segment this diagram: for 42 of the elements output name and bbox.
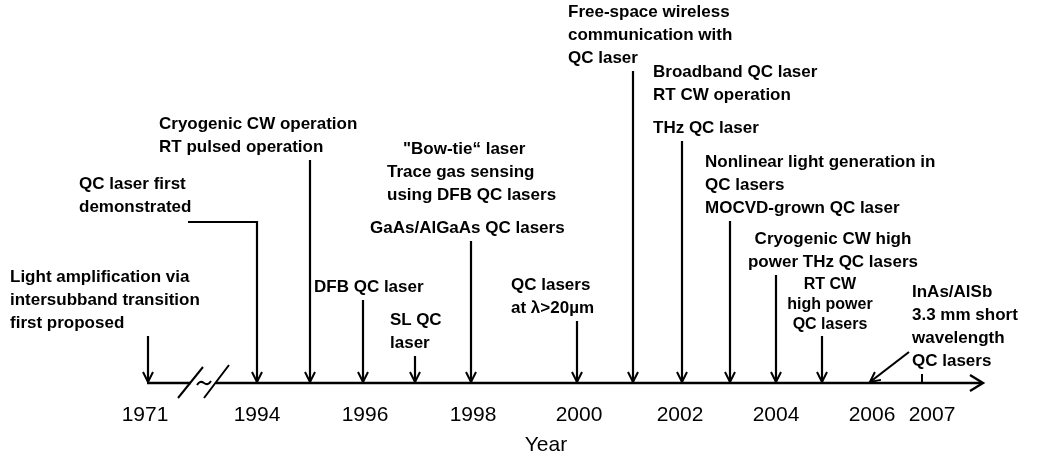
year-label: 1994 — [233, 402, 281, 426]
event-text: Nonlinear light generation in QC lasers — [705, 151, 937, 196]
year-label: 1996 — [341, 402, 389, 426]
axis-title: Year — [524, 432, 568, 456]
year-label: 2006 — [848, 402, 896, 426]
event-text: QC lasers at λ>20µm — [511, 274, 596, 319]
arrow — [357, 300, 369, 383]
arrow — [465, 241, 477, 383]
year-label: 2007 — [908, 402, 956, 426]
event-text: InAs/AlSb — [912, 281, 993, 303]
event-text: RT pulsed operation — [159, 136, 324, 158]
event-text: 3.3 mm short wavelength QC lasers — [912, 304, 1019, 372]
event-text: MOCVD-grown QC laser — [705, 197, 900, 219]
event-text: Broadband QC laser — [653, 61, 818, 83]
event-text: Light amplification via intersubband transition first proposed — [10, 266, 201, 334]
arrow — [304, 160, 316, 383]
event-text: Cryogenic CW high power THz QC lasers — [746, 228, 920, 273]
arrow — [770, 275, 782, 383]
year-label: 1998 — [449, 402, 497, 426]
event-text: GaAs/AlGaAs QC lasers — [370, 217, 565, 239]
event-text: SL QC laser — [390, 309, 443, 354]
arrow — [724, 221, 736, 383]
arrow — [816, 336, 828, 383]
arrow — [188, 220, 263, 383]
event-text: Cryogenic CW operation — [159, 113, 358, 135]
event-text: Trace gas sensing using DFB QC lasers — [387, 161, 558, 206]
year-label: 2002 — [656, 402, 704, 426]
arrow — [627, 71, 639, 383]
event-text: QC laser first demonstrated — [79, 173, 193, 218]
event-text: THz QC laser — [653, 117, 759, 139]
arrow — [142, 336, 154, 383]
year-label: 2004 — [752, 402, 800, 426]
year-label: 2000 — [555, 402, 603, 426]
event-text: DFB QC laser — [314, 276, 424, 298]
arrow — [571, 321, 583, 383]
event-text: "Bow-tie“ laser — [403, 138, 526, 160]
event-text: RT CW high power QC lasers — [786, 274, 874, 334]
arrow — [869, 351, 910, 383]
arrow — [409, 356, 421, 383]
event-text: RT CW operation — [653, 84, 791, 106]
arrow — [676, 141, 688, 383]
year-label: 1971 — [121, 402, 169, 426]
